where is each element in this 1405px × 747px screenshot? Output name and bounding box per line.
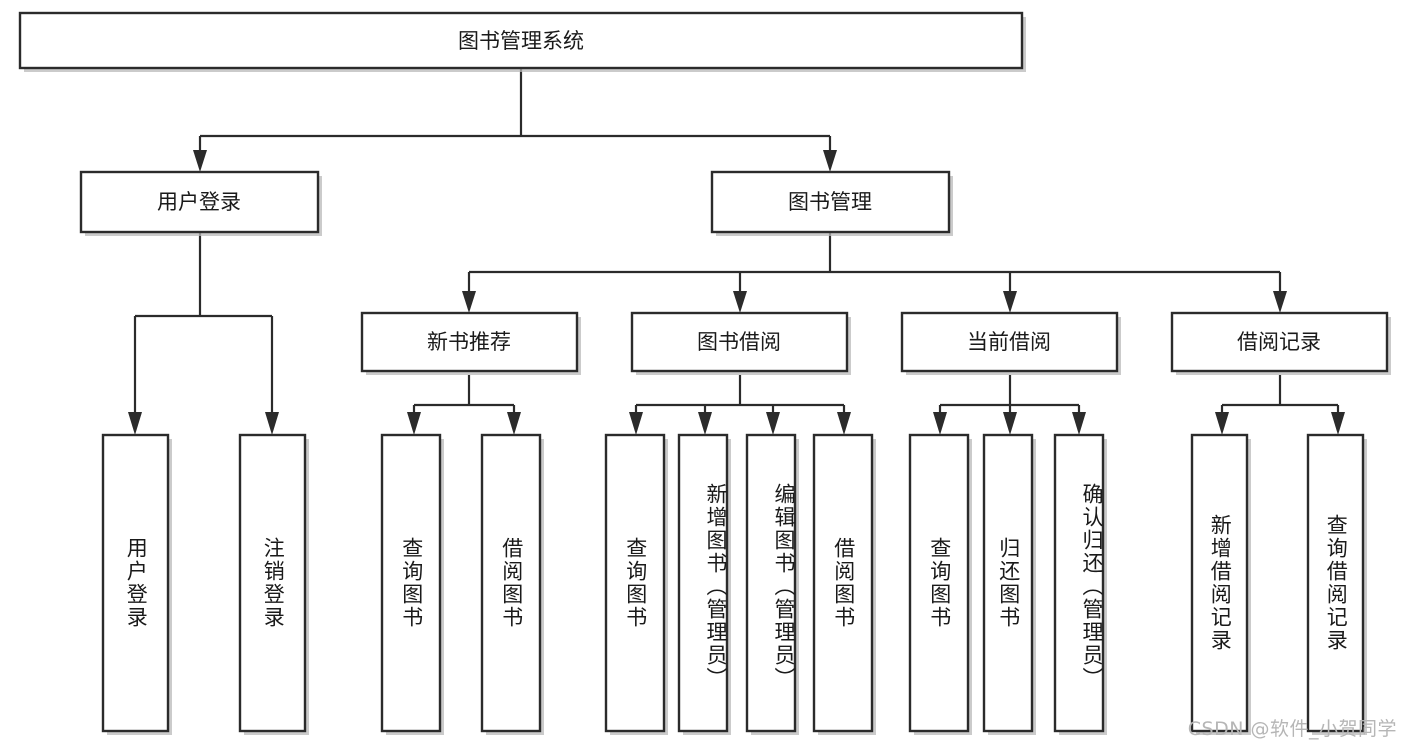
leaf-book-borrow-3-box[interactable] <box>745 433 797 733</box>
node-borrow-record-label: 借阅记录 <box>1237 330 1321 354</box>
node-book-manage-label: 图书管理 <box>788 190 872 214</box>
arrow-head-currentborrow-leaf-1 <box>933 412 947 435</box>
node-current-borrow-label: 当前借阅 <box>967 330 1051 354</box>
arrow-head-bookborrow-leaf-1 <box>629 412 643 435</box>
node-book-borrow-box[interactable] <box>630 311 849 373</box>
arrow-head-borrow-record <box>1273 291 1287 313</box>
leaf-current-borrow-1[interactable] <box>908 433 972 735</box>
arrow-head-currentborrow-leaf-2 <box>1003 412 1017 435</box>
leaf-borrow-record-1-box[interactable] <box>1190 433 1249 733</box>
leaf-book-borrow-3[interactable] <box>745 433 799 735</box>
leaf-user-login-1[interactable] <box>101 433 172 735</box>
leaf-user-login-1-box[interactable] <box>101 433 170 733</box>
node-new-book-recommend[interactable]: 新书推荐 <box>360 311 581 375</box>
node-user-login-box[interactable] <box>79 170 320 234</box>
node-root-label: 图书管理系统 <box>458 29 584 53</box>
node-book-borrow-label: 图书借阅 <box>697 330 781 354</box>
arrow-head-borrowrecord-leaf-2 <box>1331 412 1345 435</box>
leaf-new-book-2-box[interactable] <box>480 433 542 733</box>
arrow-head-book-borrow <box>733 291 747 313</box>
arrow-head-bookborrow-leaf-2 <box>698 412 712 435</box>
leaf-book-borrow-2-box[interactable] <box>677 433 729 733</box>
node-root-box[interactable] <box>18 11 1024 70</box>
leaf-new-book-2[interactable] <box>480 433 544 735</box>
node-borrow-record-box[interactable] <box>1170 311 1389 373</box>
arrow-head-user-login <box>193 150 207 172</box>
node-user-login-label: 用户登录 <box>157 190 241 214</box>
connectors-group <box>128 68 1345 435</box>
node-book-manage[interactable]: 图书管理 <box>710 170 953 236</box>
arrow-head-bookborrow-leaf-3 <box>766 412 780 435</box>
node-current-borrow-box[interactable] <box>900 311 1119 373</box>
arrow-head-newbook-leaf-1 <box>407 412 421 435</box>
leaf-new-book-1[interactable] <box>380 433 444 735</box>
arrow-head-leaf-user-login <box>128 412 142 435</box>
leaf-user-login-2-box[interactable] <box>238 433 307 733</box>
leaf-current-borrow-3[interactable] <box>1053 433 1107 735</box>
node-new-book-recommend-box[interactable] <box>360 311 579 373</box>
arrow-head-book-manage <box>823 150 837 172</box>
leaf-book-borrow-4[interactable] <box>812 433 876 735</box>
leaf-borrow-record-2[interactable] <box>1306 433 1367 735</box>
node-borrow-record[interactable]: 借阅记录 <box>1170 311 1391 375</box>
arrow-head-leaf-logout <box>265 412 279 435</box>
node-book-manage-box[interactable] <box>710 170 951 234</box>
arrow-head-borrowrecord-leaf-1 <box>1215 412 1229 435</box>
node-user-login[interactable]: 用户登录 <box>79 170 322 236</box>
leaf-book-borrow-1-box[interactable] <box>604 433 666 733</box>
arrow-head-current-borrow <box>1003 291 1017 313</box>
node-new-book-recommend-label: 新书推荐 <box>427 330 511 354</box>
leaf-borrow-record-1[interactable] <box>1190 433 1251 735</box>
leaf-book-borrow-1[interactable] <box>604 433 668 735</box>
leaf-new-book-1-box[interactable] <box>380 433 442 733</box>
arrow-head-newbook-leaf-2 <box>507 412 521 435</box>
leaf-book-borrow-2[interactable] <box>677 433 731 735</box>
leaf-current-borrow-3-box[interactable] <box>1053 433 1105 733</box>
leaf-user-login-2[interactable] <box>238 433 309 735</box>
arrow-head-bookborrow-leaf-4 <box>837 412 851 435</box>
leaf-current-borrow-2-box[interactable] <box>982 433 1034 733</box>
node-root[interactable]: 图书管理系统 <box>18 11 1026 72</box>
leaf-current-borrow-1-box[interactable] <box>908 433 970 733</box>
csdn-watermark: CSDN @软件_小贺同学 <box>1187 718 1397 740</box>
leaf-book-borrow-4-box[interactable] <box>812 433 874 733</box>
arrow-head-new-book-recommend <box>462 291 476 313</box>
node-current-borrow[interactable]: 当前借阅 <box>900 311 1121 375</box>
leaf-borrow-record-2-box[interactable] <box>1306 433 1365 733</box>
node-book-borrow[interactable]: 图书借阅 <box>630 311 851 375</box>
leaf-current-borrow-2[interactable] <box>982 433 1036 735</box>
arrow-head-currentborrow-leaf-3 <box>1072 412 1086 435</box>
